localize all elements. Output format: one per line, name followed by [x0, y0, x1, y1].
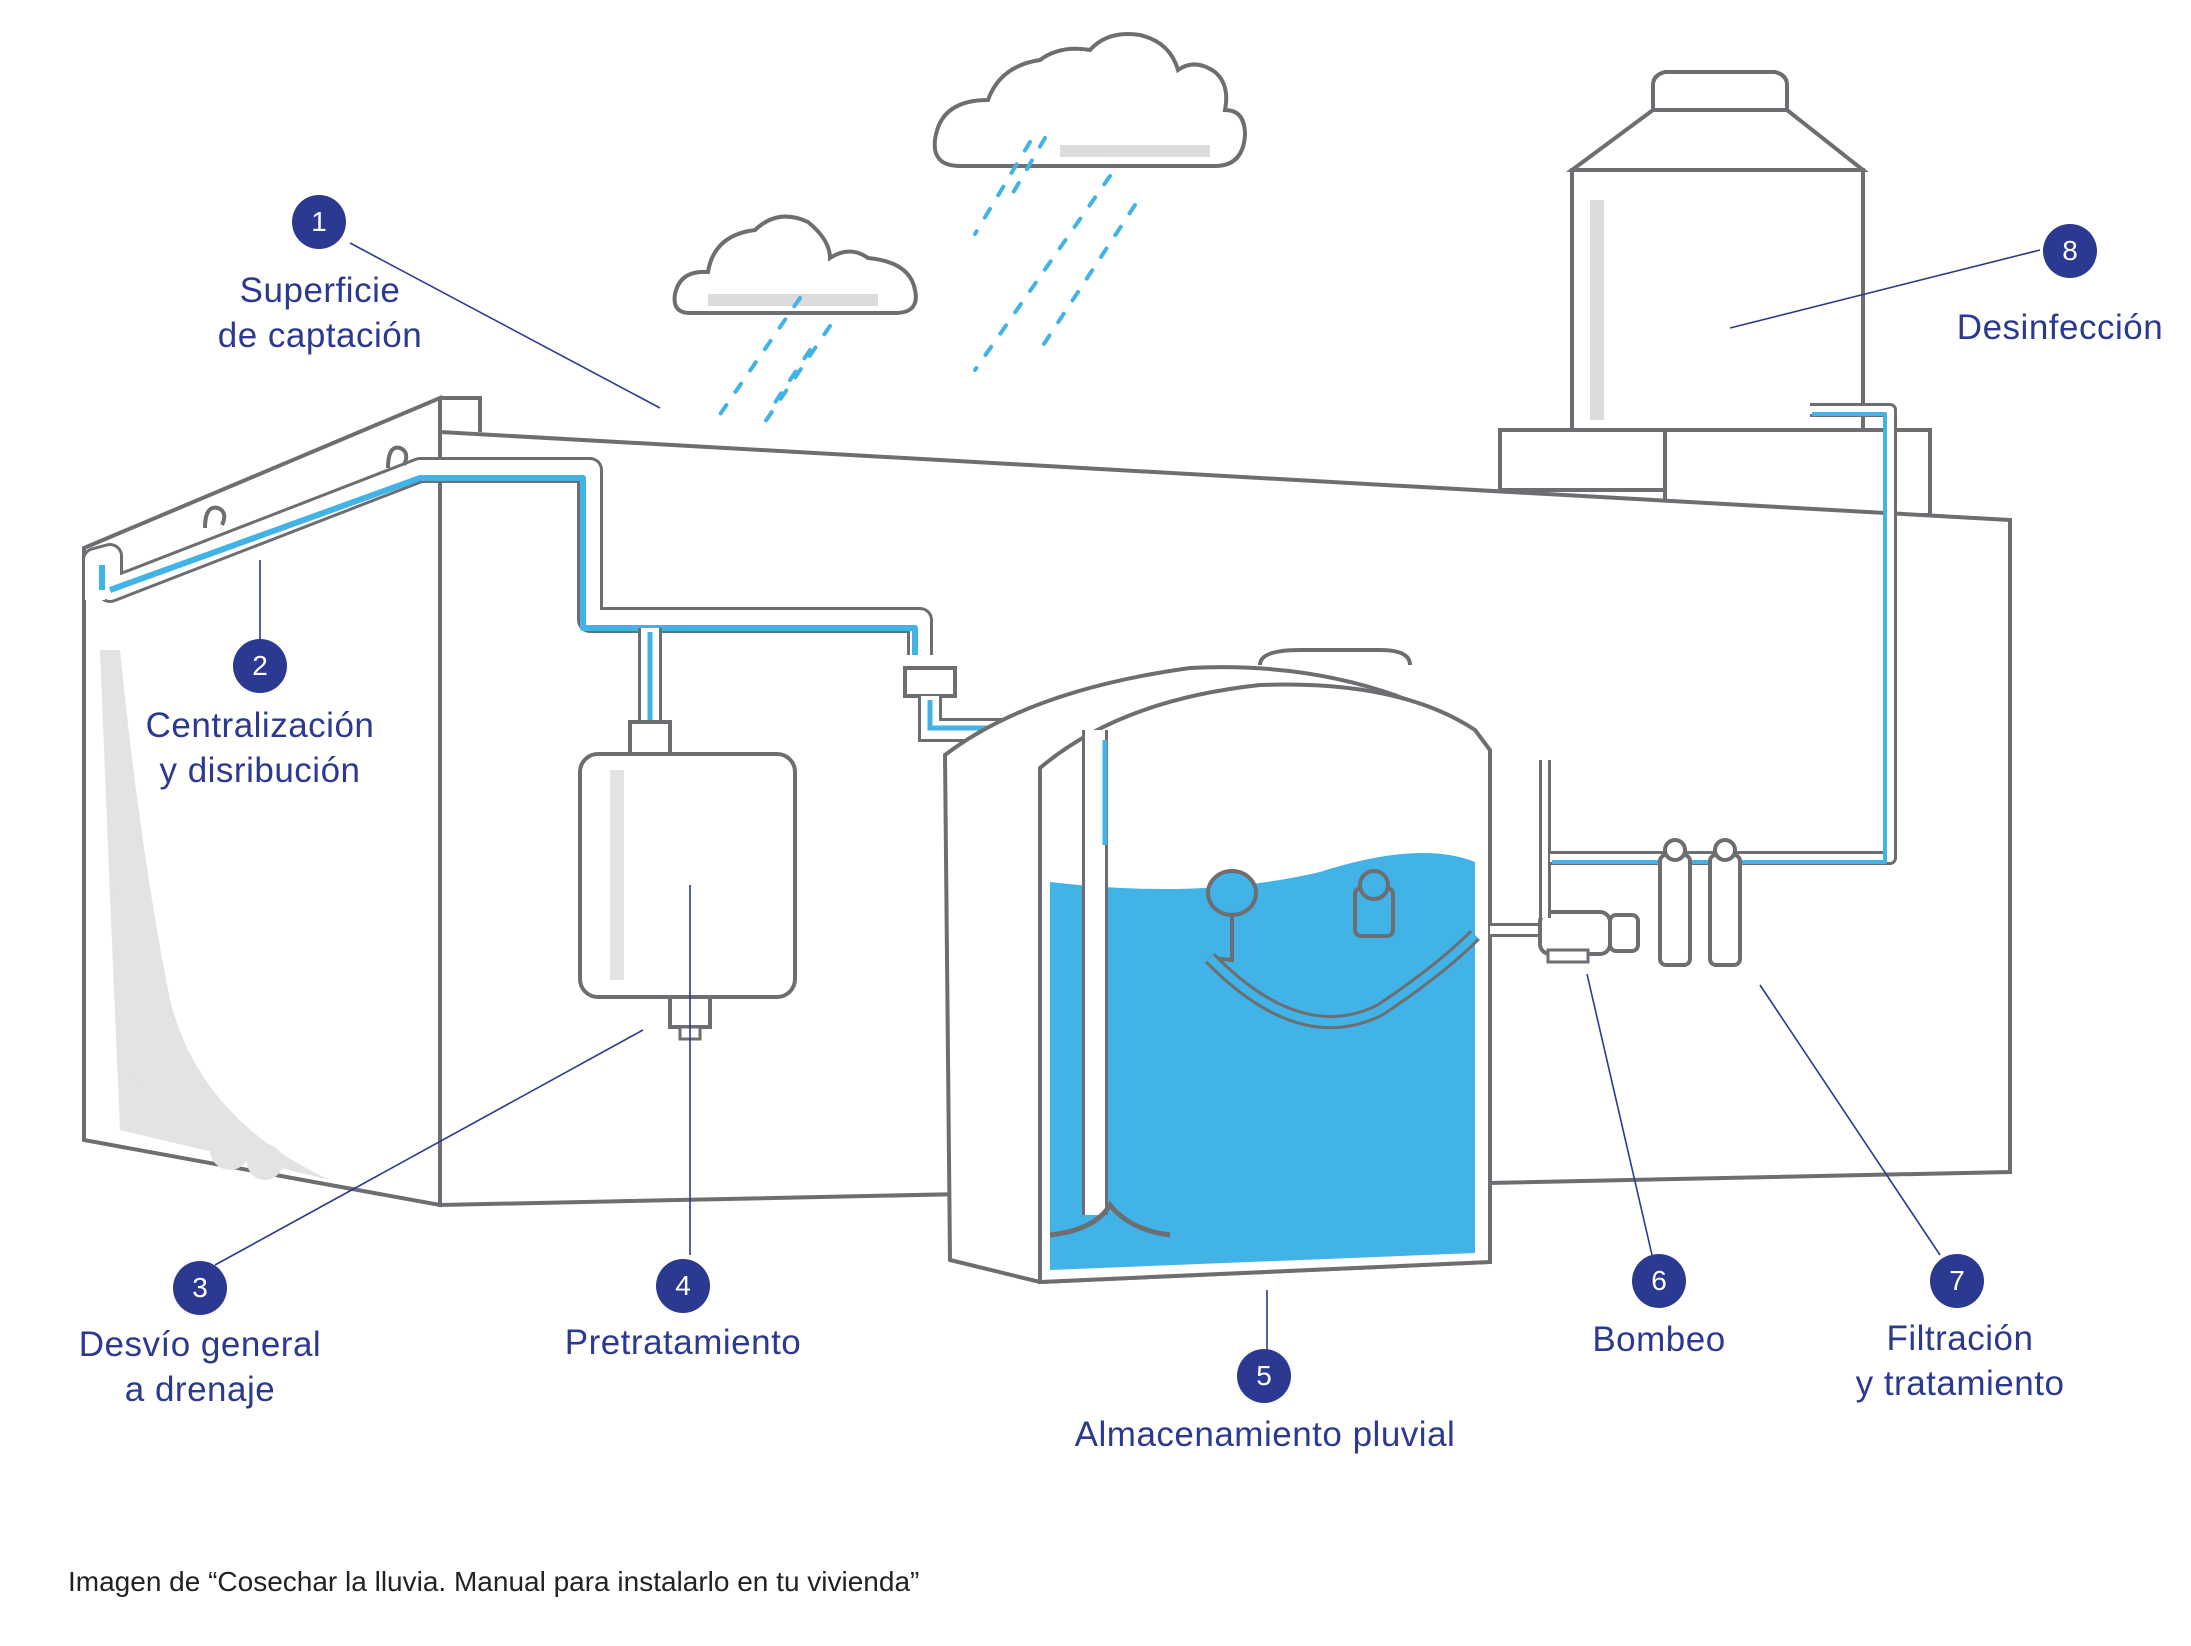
step-label-6-line1: Bombeo	[1592, 1320, 1726, 1359]
cloud-small-icon	[672, 214, 918, 315]
step-label-1-line2: de captación	[217, 316, 423, 355]
step-badge-4: 4	[656, 1259, 710, 1313]
pretreatment-filter	[578, 720, 797, 1041]
step-label-3-line2: a drenaje	[124, 1370, 276, 1409]
step-label-3-line1: Desvío general	[78, 1325, 322, 1364]
step-badge-7: 7	[1930, 1254, 1984, 1308]
cloud-large-icon	[932, 32, 1248, 168]
step-label-7-line2: y tratamiento	[1855, 1364, 2065, 1403]
step-label-8: Desinfección	[1940, 305, 2180, 350]
step-badge-6: 6	[1632, 1254, 1686, 1308]
step-label-1: Superficie de captación	[170, 268, 470, 358]
step-label-3: Desvío general a drenaje	[50, 1322, 350, 1412]
step-label-2-line1: Centralización	[145, 706, 375, 745]
pump-and-filters	[1490, 403, 1897, 967]
step-badge-8: 8	[2043, 224, 2097, 278]
step-label-2-line2: y disribución	[159, 751, 361, 790]
step-label-8-line1: Desinfección	[1956, 308, 2164, 347]
leader-lines	[214, 242, 2041, 1352]
rain-drops-icon	[710, 136, 1137, 428]
step-label-4: Pretratamiento	[523, 1320, 843, 1365]
step-label-1-line1: Superficie	[239, 271, 401, 310]
storage-tank	[942, 648, 1492, 1285]
step-label-5: Almacenamiento pluvial	[1040, 1412, 1490, 1457]
step-label-5-line1: Almacenamiento pluvial	[1074, 1415, 1456, 1454]
step-label-4-line1: Pretratamiento	[564, 1323, 802, 1362]
step-label-2: Centralización y disribución	[90, 703, 430, 793]
step-label-7: Filtración y tratamiento	[1800, 1316, 2120, 1406]
step-badge-1: 1	[292, 195, 346, 249]
image-caption: Imagen de “Cosechar la lluvia. Manual pa…	[68, 1566, 920, 1597]
step-label-6: Bombeo	[1559, 1317, 1759, 1362]
step-badge-5: 5	[1237, 1349, 1291, 1403]
step-label-7-line1: Filtración	[1886, 1319, 2034, 1358]
step-badge-3: 3	[173, 1261, 227, 1315]
step-badge-2: 2	[233, 639, 287, 693]
